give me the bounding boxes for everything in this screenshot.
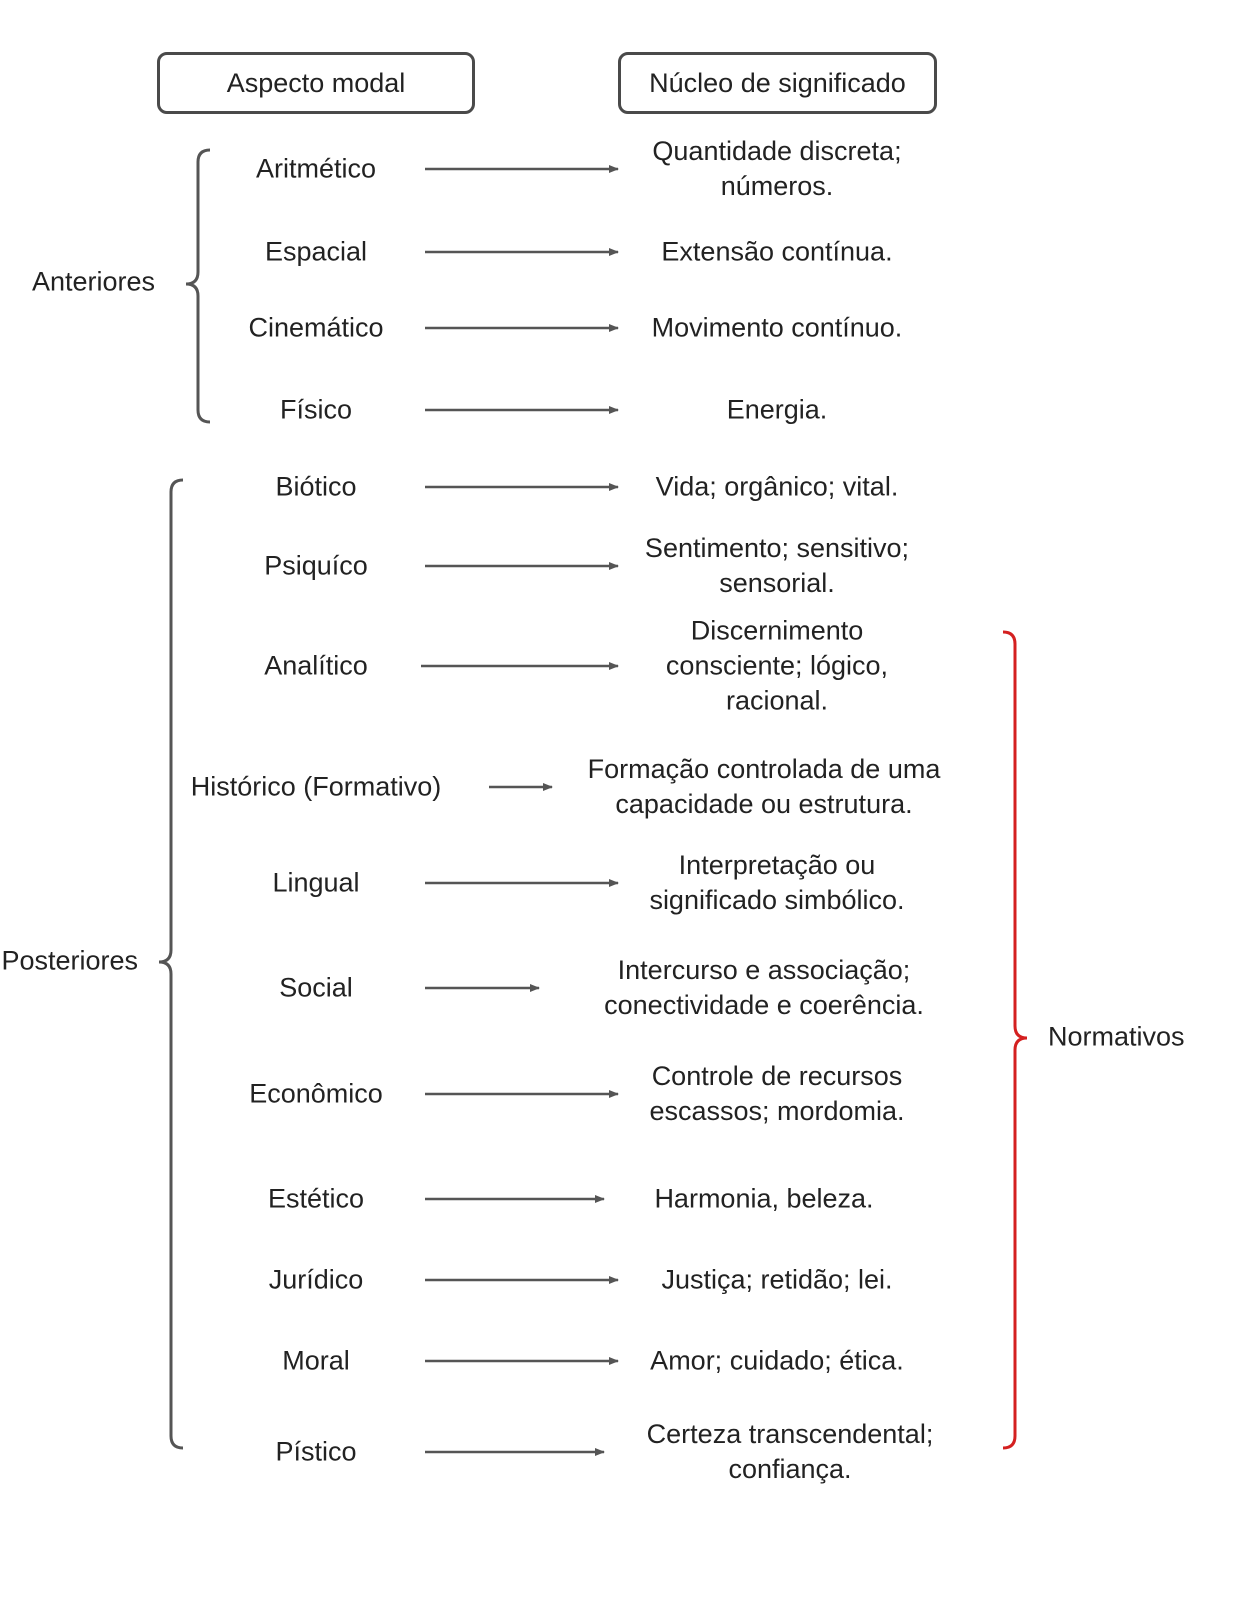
brace-normativos (1002, 630, 1028, 1450)
header-nucleo-significado: Núcleo de significado (618, 52, 937, 114)
meaning-line: capacidade ou estrutura. (615, 789, 913, 819)
meaning-line: Justiça; retidão; lei. (661, 1264, 893, 1295)
aspect-label: Histórico (Formativo) (190, 771, 442, 802)
meaning-label: Controle de recursos escassos; mordomia. (649, 1059, 904, 1129)
meaning-line: Discernimento (690, 615, 864, 646)
aspect-label: Espacial (264, 236, 368, 267)
brace-anteriores (185, 148, 211, 424)
meaning-label: Intercurso e associação; conectividade e … (604, 953, 924, 1023)
meaning-line: Harmonia, beleza. (654, 1183, 874, 1214)
meaning-line: Controle de recursos (651, 1061, 903, 1091)
aspect-label: Aritmético (255, 153, 377, 184)
group-label-normativos: Normativos (1048, 1021, 1185, 1052)
meaning-line: racional. (725, 685, 829, 716)
meaning-label: Justiça; retidão; lei. (661, 1263, 892, 1298)
header-aspecto-modal-label: Aspecto modal (226, 67, 406, 98)
meaning-label: Vida; orgânico; vital. (656, 470, 899, 505)
meaning-line: significado simbólico. (649, 885, 905, 915)
meaning-line: Vida; orgânico; vital. (655, 471, 899, 502)
meaning-line: Energia. (726, 394, 828, 425)
meaning-label: Movimento contínuo. (652, 311, 903, 346)
meaning-line: confiança. (728, 1454, 852, 1484)
group-label-anteriores: Anteriores (32, 266, 156, 297)
meaning-label: Harmonia, beleza. (654, 1182, 873, 1217)
meaning-line: números. (720, 171, 834, 201)
header-nucleo-significado-label: Núcleo de significado (649, 67, 906, 98)
meaning-line: conectividade e coerência. (604, 990, 924, 1020)
aspect-label: Estético (267, 1183, 365, 1214)
meaning-label: Sentimento; sensitivo; sensorial. (645, 531, 909, 601)
meaning-line: Extensão contínua. (661, 236, 893, 267)
meaning-label: Extensão contínua. (661, 235, 892, 270)
aspect-label: Lingual (272, 867, 360, 898)
header-aspecto-modal: Aspecto modal (157, 52, 475, 114)
aspect-label: Analítico (264, 650, 368, 681)
meaning-label: Formação controlada de uma capacidade ou … (588, 752, 941, 822)
arrow-group (421, 165, 619, 1456)
meaning-line: Amor; cuidado; ética. (650, 1345, 904, 1376)
meaning-line: consciente; lógico, (665, 650, 889, 681)
aspect-label: Moral (282, 1345, 350, 1376)
meaning-line: Formação controlada de uma (587, 754, 941, 784)
aspect-label: Jurídico (268, 1264, 364, 1295)
meaning-line: Sentimento; sensitivo; (644, 533, 910, 563)
meaning-line: sensorial. (719, 568, 835, 598)
aspect-label: Cinemático (248, 312, 384, 343)
meaning-line: Intercurso e associação; (617, 955, 911, 985)
aspect-label: Físico (279, 394, 353, 425)
meaning-line: Quantidade discreta; (652, 136, 902, 166)
meaning-line: Movimento contínuo. (651, 312, 903, 343)
aspect-label: Pístico (275, 1436, 357, 1467)
meaning-line: escassos; mordomia. (649, 1096, 905, 1126)
group-label-posteriores: Posteriores (1, 945, 138, 976)
brace-posteriores (158, 478, 184, 1450)
meaning-label: Interpretação ou significado simbólico. (649, 848, 904, 918)
meaning-line: Interpretação ou (678, 850, 876, 880)
meaning-label: Amor; cuidado; ética. (650, 1344, 904, 1379)
aspect-label: Psiquíco (264, 550, 368, 581)
aspect-label: Biótico (275, 471, 357, 502)
meaning-label: Certeza transcendental; confiança. (647, 1417, 934, 1487)
meaning-label: Energia. (727, 393, 828, 428)
meaning-label: Discernimento consciente; lógico, racional… (666, 614, 888, 719)
aspect-label: Social (279, 972, 353, 1003)
meaning-line: Certeza transcendental; (646, 1419, 934, 1449)
aspect-label: Econômico (249, 1078, 383, 1109)
meaning-label: Quantidade discreta; números. (652, 134, 901, 204)
